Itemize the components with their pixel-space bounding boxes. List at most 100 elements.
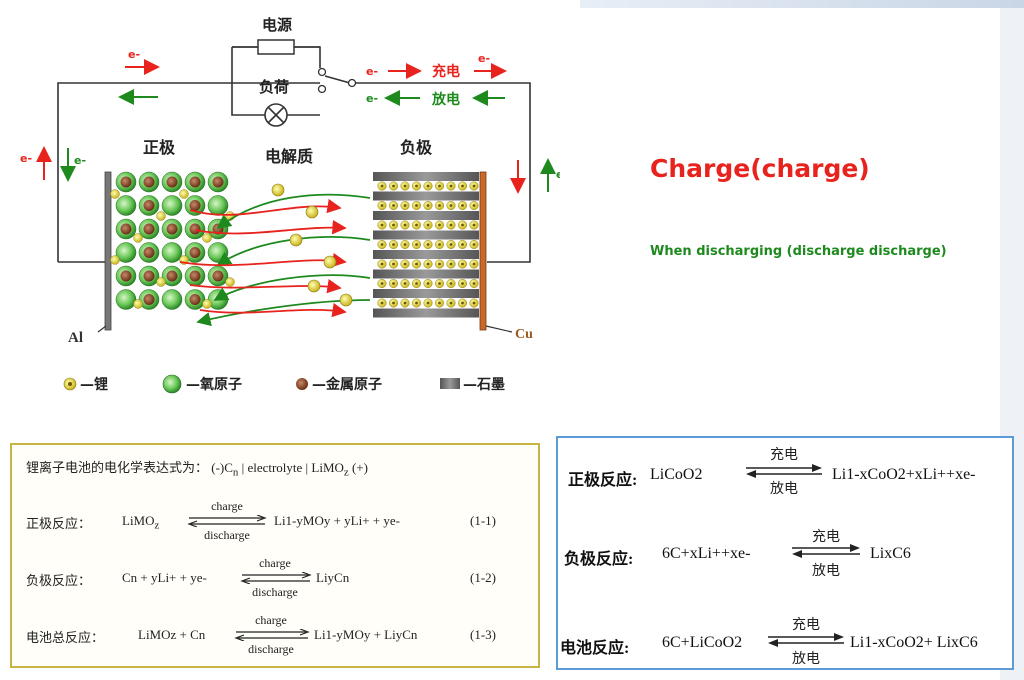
eq2-arrow-bottom: discharge [252, 585, 298, 599]
al-pointer [97, 325, 107, 333]
metal-atom [166, 223, 178, 235]
charge-ion-path [199, 302, 347, 318]
eq1-lhs-sub: z [154, 519, 160, 532]
lithium-atom [225, 277, 235, 287]
lithium-atom-core [415, 262, 418, 266]
aluminum-collector [104, 171, 112, 331]
lithium-atom-core [449, 184, 453, 188]
lithium-atom-core [472, 204, 476, 207]
lithium-atom-core [380, 184, 384, 188]
lithium-atom-core [415, 243, 418, 246]
oxygen-atom [161, 242, 183, 263]
lithium-atom-core [438, 184, 441, 188]
legend-graphite-label: —石墨 [463, 377, 505, 393]
r3-label-wrap: 电池反应: [560, 634, 629, 658]
lithium-atom-core [449, 223, 453, 227]
eq2-arrow-top: charge [259, 556, 291, 570]
lithium-atom-core [461, 262, 464, 266]
eq1-rhs: Li1-yMOy + yLi+ + ye- [274, 513, 400, 528]
lithium-atom-core [403, 184, 407, 188]
eq1-label: 正极反应： [26, 516, 92, 531]
graphite-layer [373, 211, 479, 220]
metal-atom [189, 176, 201, 188]
lithium-atom-core [415, 223, 418, 227]
resistor-icon [257, 39, 295, 55]
r2-lhs: 6C+xLi++xe- [662, 545, 751, 562]
lithium-atom-core [472, 243, 476, 246]
r3-arrow-bottom: 放电 [792, 652, 820, 667]
legend-metal-label: —金属原子 [312, 376, 382, 393]
r3-label: 电池反应: [560, 640, 630, 657]
lithium-atom-core [449, 262, 453, 266]
lithium-atom [156, 277, 166, 287]
oxygen-atom [161, 289, 183, 310]
electron-label-left-green: e- [74, 154, 86, 167]
lithium-atom-core [472, 301, 476, 305]
discharge-ion-path [216, 236, 371, 267]
lithium-atom-core [415, 282, 418, 285]
electron-label-right: e- [556, 168, 560, 181]
metal-atom [189, 200, 201, 211]
lithium-atom-core [392, 204, 395, 207]
oxygen-atom [207, 242, 229, 263]
legend-lithium-dot [68, 382, 72, 386]
legend-oxygen-icon [162, 374, 182, 394]
battery-diagram: 电源 负荷 e- e- 充电 e- e- 放电 e- e- e- 正极 电解质 … [20, 16, 560, 394]
header-sub-z: z [343, 466, 349, 479]
electron-label-left-red: e- [20, 152, 32, 165]
eq2-rhs: LiyCn [316, 570, 350, 585]
lithium-ion [271, 183, 285, 197]
r2-arrow-top: 充电 [812, 530, 840, 545]
header-sub-n: n [232, 466, 239, 479]
lithium-atom-core [415, 184, 418, 188]
eq3-label: 电池总反应： [26, 630, 105, 645]
r2-equilibrium-arrow [792, 544, 860, 558]
lithium-atom-core [438, 282, 441, 285]
eq1-number: (1-1) [470, 513, 496, 528]
metal-atom [143, 223, 155, 235]
top-decoration-bar [580, 0, 1024, 8]
eq1-lhs-text: LiMO [122, 513, 155, 528]
r1-equilibrium-arrow [746, 464, 822, 478]
lithium-atom-core [392, 184, 395, 188]
lithium-atom-core [403, 301, 407, 305]
negative-electrode-label: 负极 [400, 138, 433, 157]
lithium-atom-core [392, 243, 395, 246]
eq3-lhs: LiMOz + Cn [138, 627, 206, 642]
graphite-layer [373, 308, 479, 318]
switch-contact-top [317, 67, 327, 77]
metal-atom [212, 270, 224, 282]
lithium-atom-core [438, 243, 441, 246]
metal-atom [143, 247, 155, 258]
lithium-ion [289, 233, 303, 247]
lithium-atom-core [472, 262, 476, 266]
lithium-atom [202, 299, 212, 309]
charge-ion-path [189, 198, 342, 216]
lithium-atom-core [426, 204, 430, 207]
lithium-atom-core [449, 282, 453, 285]
lithium-atom-core [403, 204, 407, 207]
legend: —锂 —氧原子 —金属原子 —石墨 [63, 374, 505, 394]
lithium-ion [307, 279, 321, 293]
metal-atom [166, 270, 178, 282]
metal-atom [212, 176, 224, 188]
eq3-equilibrium-arrow [234, 629, 310, 641]
r3-rhs: Li1-xCoO2+ LixC6 [850, 634, 978, 651]
lithium-atom-core [403, 262, 407, 266]
switch-contact-bottom [317, 84, 327, 94]
header-text-end: (+) [348, 460, 368, 475]
load-label: 负荷 [259, 78, 289, 96]
graphite-layer [373, 230, 479, 240]
oxygen-atom [207, 289, 229, 310]
metal-atom [120, 176, 132, 188]
lithium-atom-core [426, 301, 430, 305]
lithium-atom-core [403, 282, 407, 285]
legend-graphite-icon [440, 378, 460, 389]
oxygen-atom [207, 195, 229, 216]
eq2-equilibrium-arrow [240, 572, 312, 584]
cathode-lattice [110, 171, 235, 310]
metal-atom [189, 223, 201, 235]
graphite-layer [373, 269, 479, 279]
eq3-arrow-bottom: discharge [248, 642, 294, 656]
charge-label: 充电 [432, 63, 460, 80]
